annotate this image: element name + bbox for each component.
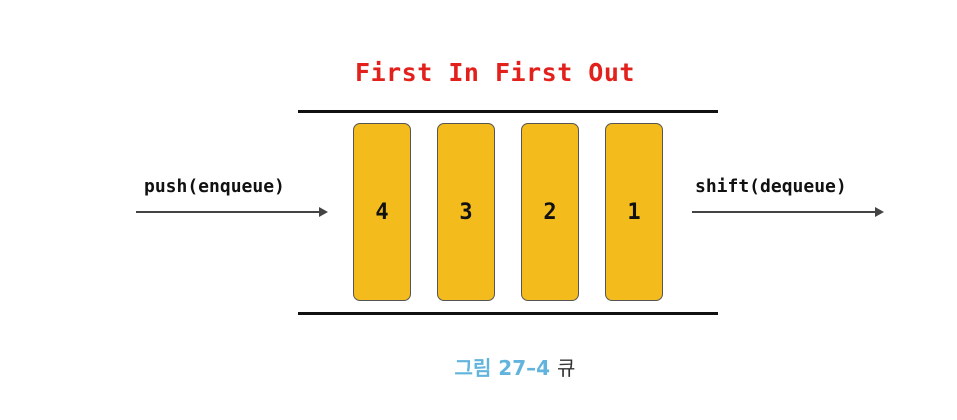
figure-name: 큐 <box>557 356 576 380</box>
shift-label: shift(dequeue) <box>695 176 847 197</box>
push-arrow-head <box>319 207 328 217</box>
shift-arrow-shaft <box>692 211 876 213</box>
queue-item: 4 <box>353 123 411 301</box>
queue-top-rail <box>298 110 718 113</box>
push-label: push(enqueue) <box>144 176 285 197</box>
diagram-title: First In First Out <box>355 58 635 87</box>
push-arrow <box>136 205 328 219</box>
figure-number: 그림 27–4 <box>454 356 551 380</box>
push-arrow-shaft <box>136 211 320 213</box>
shift-arrow <box>692 205 884 219</box>
queue-item: 2 <box>521 123 579 301</box>
shift-arrow-head <box>875 207 884 217</box>
queue-item: 3 <box>437 123 495 301</box>
figure-caption: 그림 27–4 큐 <box>0 352 957 381</box>
queue-item: 1 <box>605 123 663 301</box>
queue-bottom-rail <box>298 312 718 315</box>
